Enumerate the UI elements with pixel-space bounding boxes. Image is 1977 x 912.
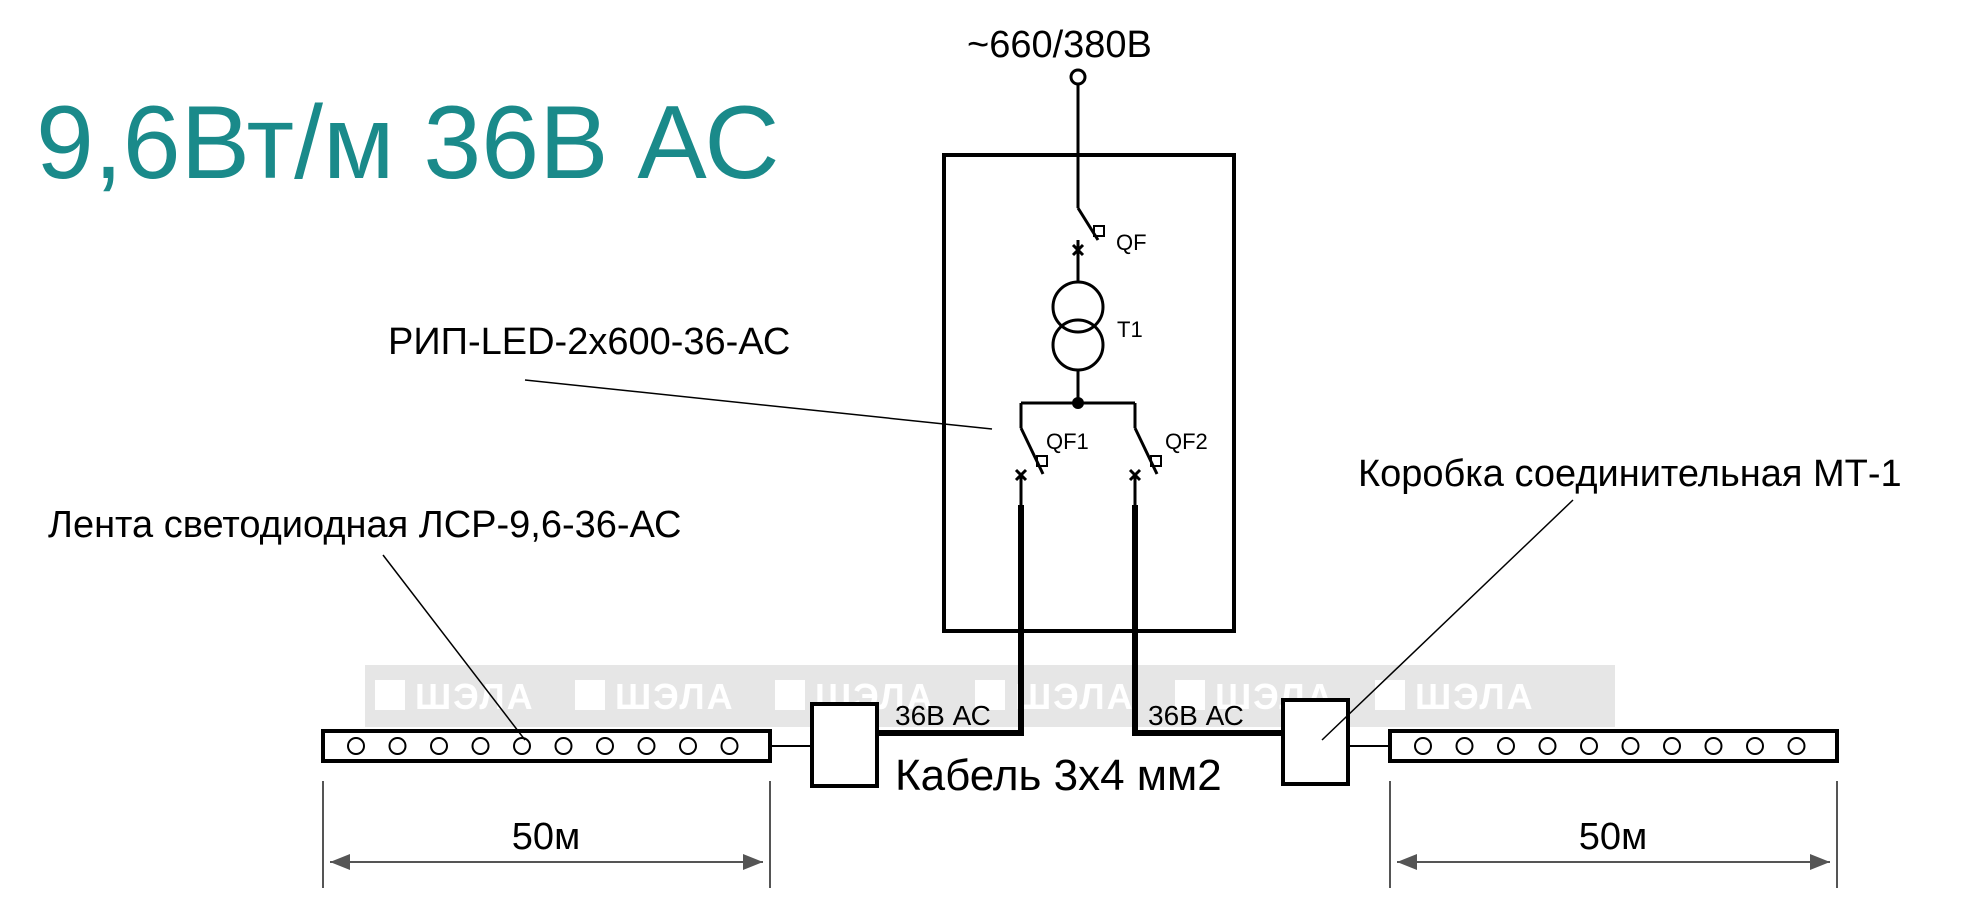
led-dot (1704, 737, 1723, 755)
led-dot (430, 737, 448, 755)
main-breaker (1071, 207, 1105, 262)
junction-box-left (810, 702, 879, 788)
breaker-qf2-label: QF2 (1165, 429, 1208, 454)
supply-voltage-label: ~660/380В (967, 24, 1152, 66)
led-dot (596, 737, 614, 755)
led-dot (720, 737, 739, 755)
led-dot (637, 737, 656, 755)
strip-leader (382, 554, 526, 741)
power-supply-cabinet (942, 153, 1236, 633)
watermark-logo (775, 680, 805, 710)
led-dot (1455, 737, 1474, 755)
led-dot (1621, 737, 1640, 755)
page-title: 9,6Вт/м 36В АС (36, 85, 780, 201)
led-dot (1746, 737, 1764, 755)
length-right: 50м (1579, 816, 1647, 858)
watermark-logo (975, 680, 1005, 710)
watermark-text: ШЭЛА (415, 676, 535, 717)
cable-label: Кабель 3x4 мм2 (895, 751, 1222, 800)
transformer (1051, 262, 1105, 403)
led-dot (554, 737, 573, 755)
watermark-logo (575, 680, 605, 710)
strip-label: Лента светодиодная ЛСР-9,6-36-АС (48, 504, 682, 546)
watermark-logo (375, 680, 405, 710)
led-dot (1538, 737, 1557, 755)
breaker-qf1-label: QF1 (1046, 429, 1089, 454)
cable-right (1132, 505, 1283, 736)
led-dot (388, 737, 407, 755)
bus-junction (1072, 397, 1084, 409)
box-label: Коробка соединительная МТ-1 (1358, 453, 1902, 495)
led-dot (1580, 737, 1598, 755)
breaker-qf2 (1128, 427, 1162, 505)
watermark-text: ШЭЛА (1415, 676, 1535, 717)
voltage-label-left: 36В АС (895, 700, 991, 731)
dimension-left (322, 781, 771, 888)
junction-box-right (1281, 698, 1350, 786)
main-breaker-label: QF (1116, 230, 1147, 255)
watermark-text: ШЭЛА (615, 676, 735, 717)
device-label: РИП-LED-2x600-36-АС (388, 321, 790, 363)
transformer-label: T1 (1117, 317, 1143, 342)
watermark-text: ШЭЛА (1015, 676, 1135, 717)
dimension-right (1389, 781, 1838, 888)
led-dot (1414, 737, 1432, 755)
led-dot (1787, 737, 1806, 755)
box-leader (1321, 499, 1574, 741)
led-dot (471, 737, 490, 755)
breaker-qf1 (1014, 427, 1048, 505)
length-left: 50м (512, 816, 580, 858)
led-dot (679, 737, 697, 755)
device-leader (524, 379, 993, 430)
led-dot (1497, 737, 1515, 755)
led-dot (513, 737, 531, 755)
watermark-logo (1175, 680, 1205, 710)
cable-left (877, 505, 1024, 736)
led-dot (1663, 737, 1681, 755)
led-dot (347, 737, 365, 755)
supply-terminal (1069, 68, 1087, 86)
voltage-label-right: 36В АС (1148, 700, 1244, 731)
